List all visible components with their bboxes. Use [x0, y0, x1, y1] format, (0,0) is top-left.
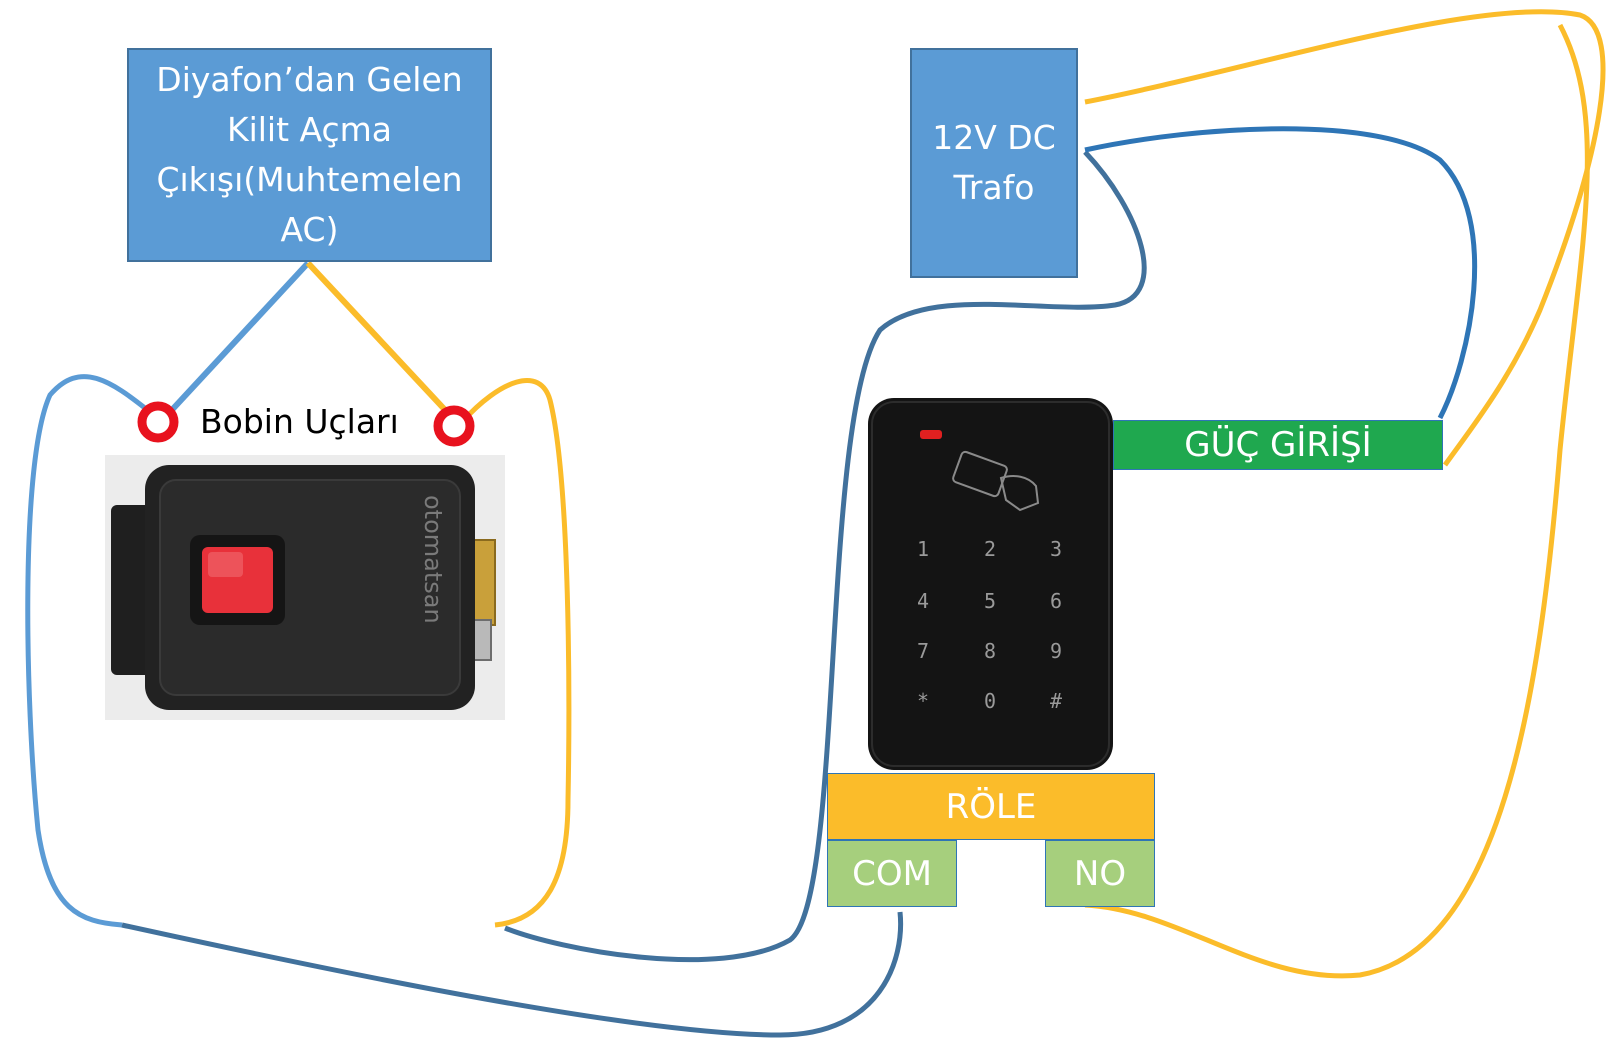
wire-transformer-to-power-blue [1084, 126, 1478, 420]
com-label: COM [852, 853, 932, 894]
transformer-box: 12V DC Trafo [910, 48, 1078, 278]
wire-intercom-to-left-coil [167, 260, 311, 415]
wire-right-coil-loop [460, 378, 572, 928]
wire-lock-to-transformer [504, 150, 1147, 963]
relay-label: RÖLE [945, 786, 1037, 827]
keypad-key: * [917, 689, 929, 713]
status-led-icon [920, 430, 942, 439]
keypad-key: 4 [917, 589, 929, 613]
power-input-bar: GÜÇ GİRİŞİ [1113, 420, 1443, 470]
keypad-key: 6 [1050, 589, 1062, 613]
intercom-line-2: Kilit Açma [226, 110, 393, 149]
coil-terminals-label: Bobin Uçları [200, 402, 399, 441]
keypad-device: 1 2 3 4 5 6 7 8 9 * 0 # [868, 398, 1113, 770]
wire-lock-to-com [121, 911, 904, 1038]
keypad-key: 1 [917, 537, 929, 561]
keypad-key: 8 [984, 639, 996, 663]
door-lock-image: otomatsan [105, 455, 505, 720]
power-input-label: GÜÇ GİRİŞİ [1184, 425, 1372, 465]
keypad-key: 2 [984, 537, 996, 561]
wire-no-to-power-orange [1084, 23, 1590, 979]
intercom-output-box: Diyafon’dan Gelen Kilit Açma Çıkışı(Muht… [127, 48, 492, 262]
keypad-key: 5 [984, 589, 996, 613]
intercom-line-4: AC) [280, 210, 339, 249]
wire-transformer-to-power-orange [1084, 9, 1606, 467]
keypad-key: # [1050, 689, 1062, 713]
keypad-keys: 1 2 3 4 5 6 7 8 9 * 0 # [917, 537, 1062, 713]
card-reader-icon [952, 450, 1040, 512]
transformer-line-1: 12V DC [932, 118, 1056, 157]
com-terminal: COM [827, 840, 957, 907]
keypad-key: 7 [917, 639, 929, 663]
intercom-line-3: Çıkışı(Muhtemelen [156, 160, 463, 199]
wire-left-coil-loop [25, 374, 152, 928]
wire-intercom-to-right-coil [305, 260, 450, 415]
keypad-key: 9 [1050, 639, 1062, 663]
relay-bar: RÖLE [827, 773, 1155, 840]
intercom-line-1: Diyafon’dan Gelen [156, 60, 463, 99]
no-label: NO [1073, 853, 1127, 894]
right-coil-terminal-icon [433, 405, 475, 447]
keypad-key: 0 [984, 689, 996, 713]
no-terminal: NO [1045, 840, 1155, 907]
lock-brand-text: otomatsan [419, 495, 447, 624]
keypad-key: 3 [1050, 537, 1062, 561]
transformer-line-2: Trafo [953, 168, 1035, 207]
left-coil-terminal-icon [137, 401, 179, 443]
